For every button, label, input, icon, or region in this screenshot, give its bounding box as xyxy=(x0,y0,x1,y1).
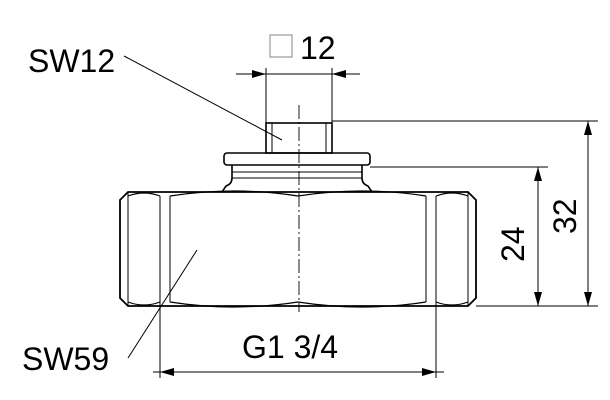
height-24-label: 24 xyxy=(495,226,531,262)
dim-thread xyxy=(153,302,444,378)
sw59-leader xyxy=(127,249,198,359)
square-dim-label: 12 xyxy=(300,30,336,66)
sw12-label: SW12 xyxy=(28,43,115,79)
flange xyxy=(221,152,373,193)
sw59-label: SW59 xyxy=(22,341,109,377)
thread-label: G1 3/4 xyxy=(242,329,338,365)
square-icon xyxy=(269,34,293,58)
dim-12 xyxy=(236,70,360,78)
dim-heights xyxy=(332,120,598,307)
sw12-leader xyxy=(123,55,283,141)
height-32-label: 32 xyxy=(547,198,583,234)
hex-body xyxy=(119,190,477,308)
